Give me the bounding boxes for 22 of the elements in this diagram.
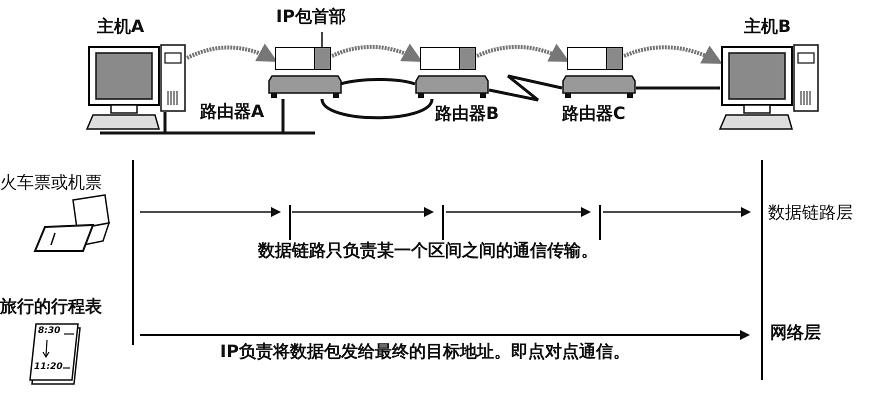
router-label: 路由器C	[562, 105, 626, 125]
router-label: 路由器A	[200, 103, 264, 123]
cable-line	[636, 86, 720, 90]
description-text: 数据链路只负责某一个区间之间的通信传输。	[258, 242, 598, 262]
time-label: 8:30	[38, 326, 60, 336]
packet-box	[567, 47, 623, 70]
router-label: 路由器B	[435, 105, 499, 125]
curved-arrow	[623, 45, 723, 64]
host-label: 主机A	[97, 18, 144, 38]
layer-label: 数据链路层	[768, 204, 853, 224]
row-label: 火车票或机票	[0, 174, 102, 194]
packet-box	[420, 47, 476, 70]
cable-line	[164, 99, 284, 134]
packet-box	[275, 47, 331, 70]
cable-line	[488, 74, 562, 102]
time-label: 11:20	[34, 362, 63, 372]
layer-label: 网络层	[770, 324, 821, 344]
host-label: 主机B	[744, 18, 791, 38]
callout-label: IP包首部	[276, 8, 346, 28]
description-text: IP负责将数据包发给最终的目标地址。即点对点通信。	[220, 343, 630, 363]
leader-line	[321, 32, 323, 47]
cable-line	[320, 78, 434, 120]
